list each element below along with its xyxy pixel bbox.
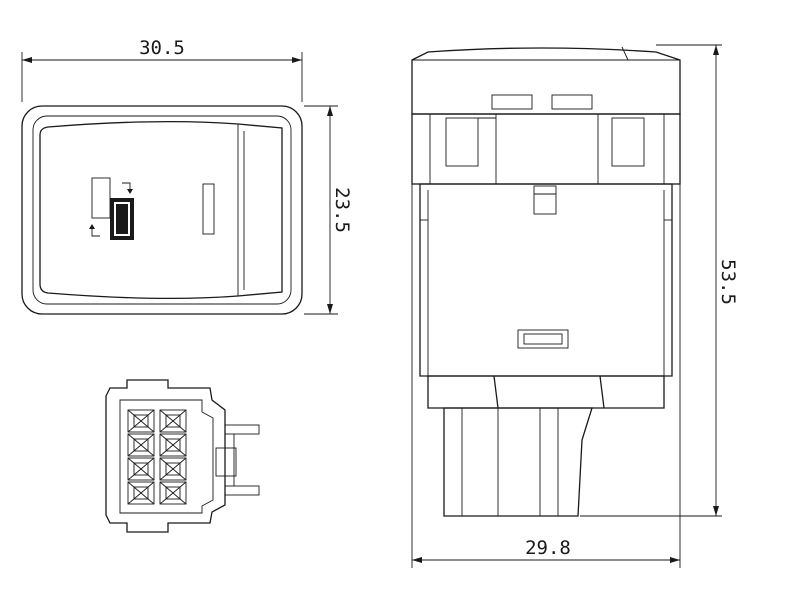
switch-front-view: [21, 105, 303, 315]
cap-slot-right: [551, 94, 593, 110]
dimension-face-height: 23.5: [304, 105, 353, 315]
dim-label-29-8: 29.8: [525, 537, 571, 559]
side-cap: [411, 47, 681, 115]
bezel-inner: [32, 115, 292, 305]
body-window: [533, 185, 557, 215]
side-upper-body: [411, 113, 681, 185]
side-main-body: [419, 183, 673, 377]
side-terminals: [215, 424, 260, 496]
latch-left: [429, 113, 497, 185]
lower-ledge: [427, 375, 665, 409]
connector-view: [105, 379, 260, 533]
dim-label-53-5: 53.5: [717, 259, 739, 305]
pin-cavities: [127, 409, 187, 505]
dimension-side-width: 29.8: [411, 184, 681, 568]
indicator-slot: [202, 183, 215, 235]
latch-right: [597, 113, 665, 185]
dim-label-30-5: 30.5: [139, 37, 185, 59]
connector-inner: [119, 399, 214, 514]
cap-slot-left: [491, 94, 533, 110]
pin-cavity: [127, 481, 155, 505]
pin-cavity: [127, 433, 155, 457]
pin-cavity: [159, 409, 187, 433]
terminal-block: [443, 407, 593, 517]
dimension-side-height: 53.5: [580, 44, 739, 517]
dim-label-23-5: 23.5: [331, 187, 353, 233]
switch-side-view: [411, 46, 681, 517]
body-slot: [517, 329, 569, 349]
pin-cavity: [127, 409, 155, 433]
rocker-cap: [39, 120, 283, 300]
pin-cavity: [127, 457, 155, 481]
dimension-top-width: 30.5: [21, 37, 303, 102]
pin-cavity: [159, 433, 187, 457]
pin-cavity: [159, 481, 187, 505]
connector-housing: [105, 379, 226, 533]
bezel-outer: [21, 105, 303, 315]
pin-cavity: [159, 457, 187, 481]
window-swap-icon: [89, 177, 134, 240]
